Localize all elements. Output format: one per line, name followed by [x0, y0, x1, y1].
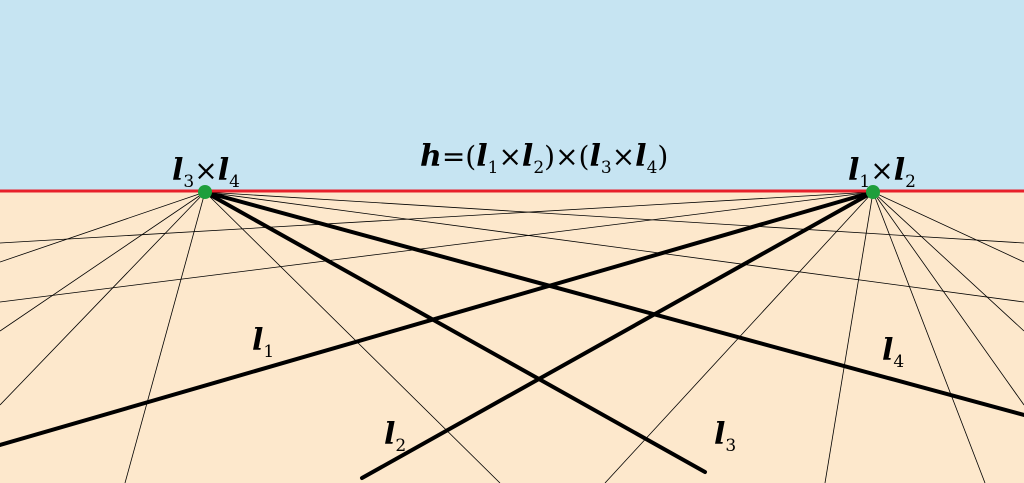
label-l3-letter: l: [714, 417, 725, 452]
thin-ray-9: [0, 191, 874, 303]
thin-ray-4: [124, 191, 206, 483]
label-l1-sub: 1: [263, 342, 274, 362]
thin-ray-1: [0, 191, 206, 263]
label-line-l2: l2: [384, 417, 406, 456]
thin-ray-12: [872, 191, 986, 483]
formula-l3: l: [589, 139, 600, 174]
label-l4-letter: l: [882, 333, 893, 368]
label-line-l3: l3: [714, 417, 736, 456]
thin-ray-2: [0, 191, 206, 332]
sky-region: [0, 0, 1024, 191]
thin-ray-3: [0, 191, 206, 406]
label-l3-sub: 3: [725, 436, 736, 456]
formula-end: ): [657, 140, 668, 173]
formula-sub2: 2: [533, 158, 544, 178]
line-l2: [360, 190, 875, 480]
line-l4: [203, 190, 1024, 417]
thin-ray-5: [204, 191, 501, 483]
left-label-sub4: 4: [229, 172, 240, 192]
formula-l1: l: [476, 139, 487, 174]
formula-sub3: 3: [601, 158, 612, 178]
formula-sub4: 4: [647, 158, 658, 178]
left-vanishing-point: [198, 185, 212, 199]
thin-ray-14: [872, 191, 1024, 332]
thin-ray-8: [0, 191, 874, 244]
formula-times1: ×: [498, 140, 521, 173]
right-label-l2: l: [894, 153, 905, 188]
formula-l2: l: [522, 139, 533, 174]
left-label-sub3: 3: [183, 172, 194, 192]
left-point-label: l3×l4: [172, 153, 240, 192]
thin-ray-7: [204, 191, 1024, 244]
left-label-times: ×: [194, 154, 217, 187]
ground-region: [0, 191, 1024, 483]
formula-h: h: [420, 139, 442, 174]
thin-ray-15: [872, 191, 1024, 263]
right-label-sub2: 2: [905, 172, 916, 192]
right-label-sub1: 1: [859, 172, 870, 192]
right-vanishing-point: [866, 185, 880, 199]
formula-mid: )×(: [544, 140, 589, 173]
right-point-label: l1×l2: [848, 153, 916, 192]
thin-ray-11: [824, 191, 874, 483]
right-label-times: ×: [870, 154, 893, 187]
left-label-l3: l: [172, 153, 183, 188]
label-l4-sub: 4: [893, 352, 904, 372]
thin-ray-6: [204, 191, 1024, 303]
label-line-l4: l4: [882, 333, 904, 372]
label-l1-letter: l: [252, 323, 263, 358]
label-line-l1: l1: [252, 323, 274, 362]
horizon-formula: h=(l1×l2)×(l3×l4): [420, 139, 668, 178]
right-label-l1: l: [848, 153, 859, 188]
line-l3: [203, 190, 707, 474]
formula-l4: l: [635, 139, 646, 174]
formula-times2: ×: [612, 140, 635, 173]
thin-ray-13: [872, 191, 1024, 406]
line-l1: [0, 190, 875, 447]
label-l2-letter: l: [384, 417, 395, 452]
thick-lines: [0, 190, 1024, 480]
formula-sub1: 1: [488, 158, 499, 178]
left-label-l4: l: [218, 153, 229, 188]
formula-eq: =(: [442, 140, 476, 173]
label-l2-sub: 2: [395, 436, 406, 456]
